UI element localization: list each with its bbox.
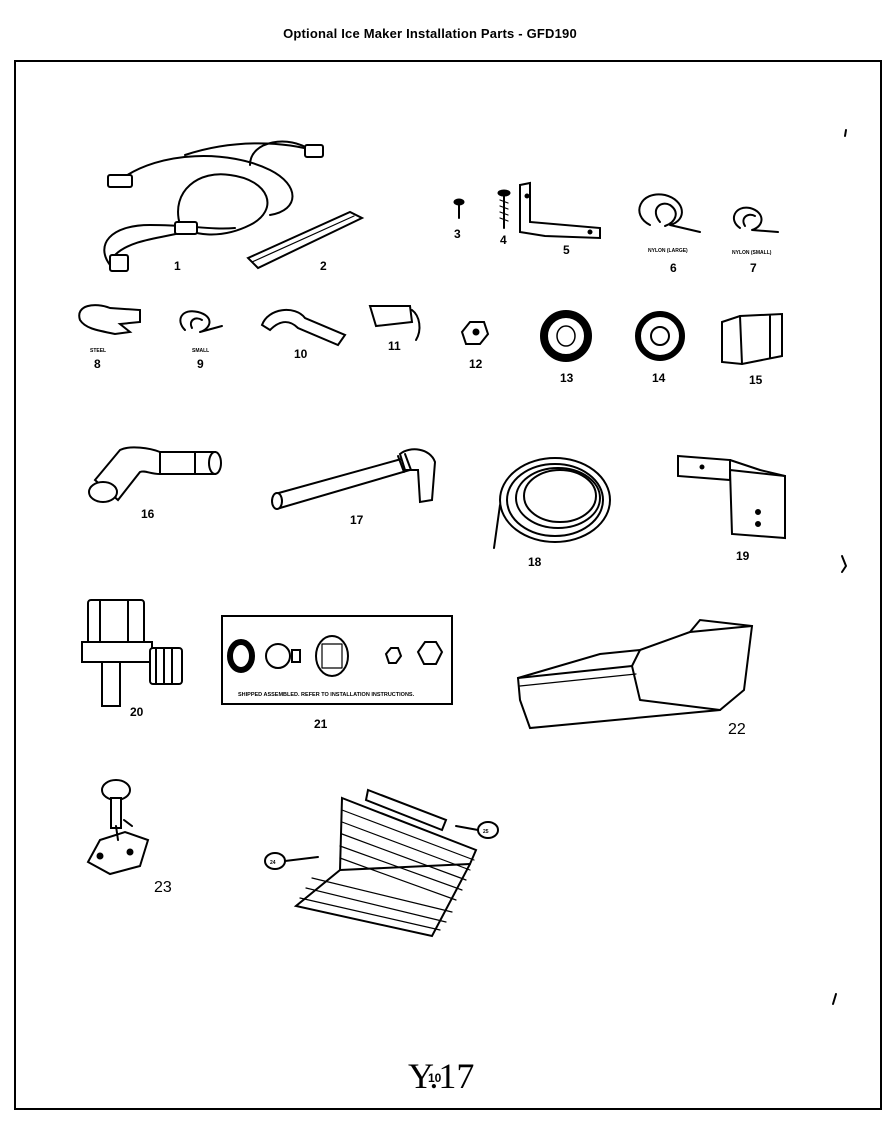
part-label-14: 14 — [652, 371, 666, 385]
part-24-rack[interactable]: 24 — [264, 796, 478, 938]
part-label-16: 16 — [141, 507, 155, 521]
part-21-fitting-kit[interactable]: SHIPPED ASSEMBLED. REFER TO INSTALLATION… — [221, 615, 453, 731]
part-5-bracket[interactable]: 5 — [519, 181, 601, 257]
part-label-8: 8 — [94, 357, 101, 371]
part-label-24: 24 — [270, 860, 276, 866]
part-9-clamp[interactable]: SMALL 9 — [179, 310, 223, 371]
part-7-note: NYLON (SMALL) — [732, 250, 772, 256]
part-label-21: 21 — [314, 717, 328, 731]
stray-mark — [841, 555, 847, 573]
part-25-strip[interactable]: 25 — [364, 788, 499, 839]
handwritten-note: Y.17 — [408, 1056, 474, 1096]
part-label-3: 3 — [454, 227, 461, 241]
part-label-25: 25 — [483, 829, 489, 835]
part-17-fill-tube[interactable]: 17 — [271, 448, 437, 527]
part-6-note: NYLON (LARGE) — [648, 248, 688, 254]
part-10-strap[interactable]: 10 — [260, 309, 347, 361]
part-12-nut[interactable]: 12 — [460, 321, 490, 371]
part-4-screw[interactable]: 4 — [497, 189, 511, 247]
part-8-clamp-steel[interactable]: STEEL 8 — [78, 304, 141, 371]
part-22-ice-bin[interactable]: 22 — [516, 618, 754, 738]
part-label-4: 4 — [500, 233, 507, 247]
stray-mark — [844, 129, 847, 137]
part-label-12: 12 — [469, 357, 483, 371]
part-20-water-valve[interactable]: 20 — [81, 599, 183, 719]
page-title: Optional Ice Maker Installation Parts - … — [283, 26, 577, 41]
part-3-screw[interactable]: 3 — [453, 198, 465, 241]
part-8-note: STEEL — [90, 348, 106, 354]
part-label-19: 19 — [736, 549, 750, 563]
part-label-23: 23 — [154, 879, 172, 896]
part-2-channel-strip[interactable]: 2 — [246, 210, 365, 273]
part-11-clip[interactable]: 11 — [368, 305, 421, 353]
part-1-wire-harness[interactable]: 1 — [103, 140, 324, 273]
stray-mark — [832, 993, 837, 1005]
part-label-6: 6 — [670, 261, 677, 275]
part-6-clamp-large[interactable]: NYLON (LARGE) 6 — [638, 193, 701, 275]
part-16-elbow-hose[interactable]: 16 — [88, 446, 222, 521]
part-label-5: 5 — [563, 243, 570, 257]
part-7-clamp-small[interactable]: NYLON (SMALL) 7 — [732, 206, 779, 275]
part-label-18: 18 — [528, 555, 542, 569]
part-label-2: 2 — [320, 259, 327, 273]
page-number: 10 — [428, 1071, 442, 1085]
part-15-clip[interactable]: 15 — [721, 312, 783, 387]
part-label-11: 11 — [388, 339, 401, 353]
part-label-9: 9 — [197, 357, 204, 371]
part-9-note: SMALL — [192, 348, 209, 354]
part-label-17: 17 — [350, 513, 364, 527]
part-label-1: 1 — [174, 259, 181, 273]
part-label-15: 15 — [749, 373, 763, 387]
part-label-7: 7 — [750, 261, 757, 275]
part-label-13: 13 — [560, 371, 574, 385]
part-label-10: 10 — [294, 347, 308, 361]
part-19-bracket[interactable]: 19 — [677, 454, 786, 563]
part-21-note: SHIPPED ASSEMBLED. REFER TO INSTALLATION… — [238, 692, 415, 698]
diagram-frame — [14, 60, 882, 1110]
part-label-20: 20 — [130, 705, 144, 719]
part-23-shutoff-valve[interactable]: 23 — [86, 779, 172, 896]
part-13-grommet[interactable]: 13 — [540, 310, 592, 385]
part-label-22: 22 — [728, 721, 746, 738]
part-18-water-line[interactable]: 18 — [493, 457, 611, 569]
part-14-grommet[interactable]: 14 — [635, 311, 685, 385]
